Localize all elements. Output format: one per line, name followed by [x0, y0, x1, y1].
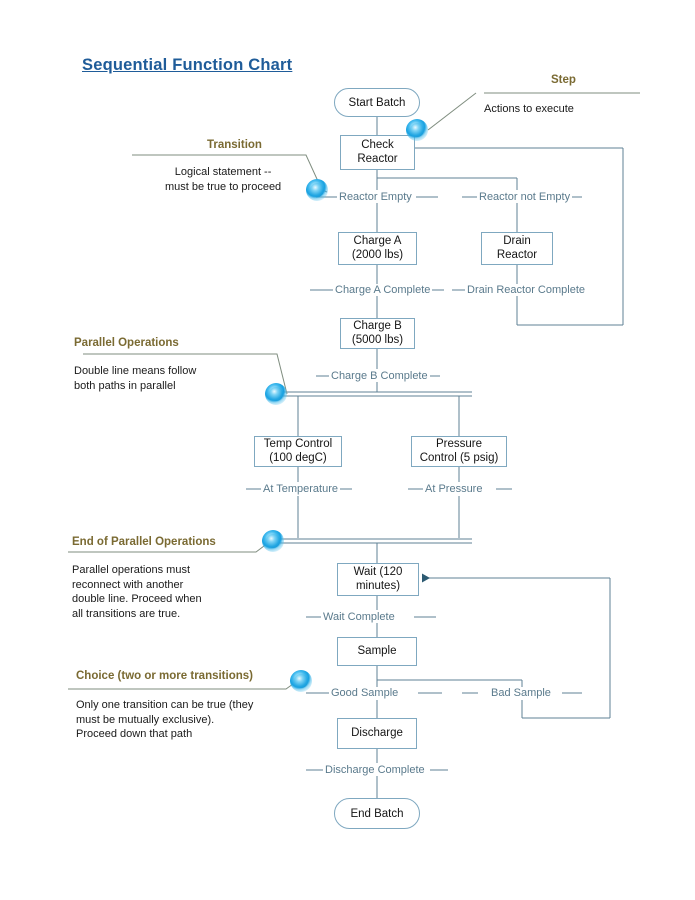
callout-dot-step	[406, 119, 428, 141]
annotation-choice-title: Choice (two or more transitions)	[76, 670, 253, 682]
transition-wait-complete: Wait Complete	[321, 611, 397, 623]
annotation-end-parallel-body: Parallel operations must reconnect with …	[72, 564, 202, 620]
step-wait[interactable]: Wait (120 minutes)	[337, 563, 419, 596]
annotation-end-parallel-title: End of Parallel Operations	[72, 536, 216, 548]
callout-dot-end-parallel	[262, 530, 284, 552]
transition-drain-reactor-complete: Drain Reactor Complete	[465, 284, 587, 296]
step-temp-control[interactable]: Temp Control (100 degC)	[254, 436, 342, 467]
step-drain-reactor[interactable]: Drain Reactor	[481, 232, 553, 265]
step-pressure-control[interactable]: Pressure Control (5 psig)	[411, 436, 507, 467]
step-charge-a[interactable]: Charge A (2000 lbs)	[338, 232, 417, 265]
page-title: Sequential Function Chart	[82, 56, 293, 74]
step-charge-b[interactable]: Charge B (5000 lbs)	[340, 318, 415, 349]
annotation-transition-title: Transition	[207, 139, 262, 151]
annotation-parallel-title: Parallel Operations	[74, 337, 179, 349]
callout-dot-core	[410, 123, 424, 137]
step-sample[interactable]: Sample	[337, 637, 417, 666]
transition-good-sample: Good Sample	[329, 687, 401, 699]
transition-discharge-complete: Discharge Complete	[323, 764, 427, 776]
step-discharge[interactable]: Discharge	[337, 718, 417, 749]
transition-bad-sample: Bad Sample	[489, 687, 553, 699]
annotation-step-title: Step	[551, 74, 576, 86]
transition-at-temperature: At Temperature	[261, 483, 341, 495]
transition-at-pressure: At Pressure	[423, 483, 485, 495]
transition-reactor-empty: Reactor Empty	[337, 191, 414, 203]
annotation-choice-body: Only one transition can be true (they mu…	[76, 699, 254, 740]
callout-dot-core	[294, 674, 308, 688]
annotation-step-body: Actions to execute	[484, 103, 574, 115]
transition-charge-a-complete: Charge A Complete	[333, 284, 433, 296]
transition-reactor-not-empty: Reactor not Empty	[477, 191, 573, 203]
callout-dot-core	[269, 387, 283, 401]
callout-dot-transition	[306, 179, 328, 201]
transition-charge-b-complete: Charge B Complete	[329, 370, 430, 382]
callout-dot-core	[266, 534, 280, 548]
step-start-batch[interactable]: Start Batch	[334, 88, 420, 117]
step-check-reactor[interactable]: Check Reactor	[340, 135, 415, 170]
callout-dot-choice	[290, 670, 312, 692]
annotation-transition-body: Logical statement -- must be true to pro…	[165, 166, 282, 193]
step-end-batch[interactable]: End Batch	[334, 798, 420, 829]
callout-dot-core	[310, 183, 324, 197]
callout-dot-parallel	[265, 383, 287, 405]
annotation-parallel-body: Double line means follow both paths in p…	[74, 365, 197, 392]
